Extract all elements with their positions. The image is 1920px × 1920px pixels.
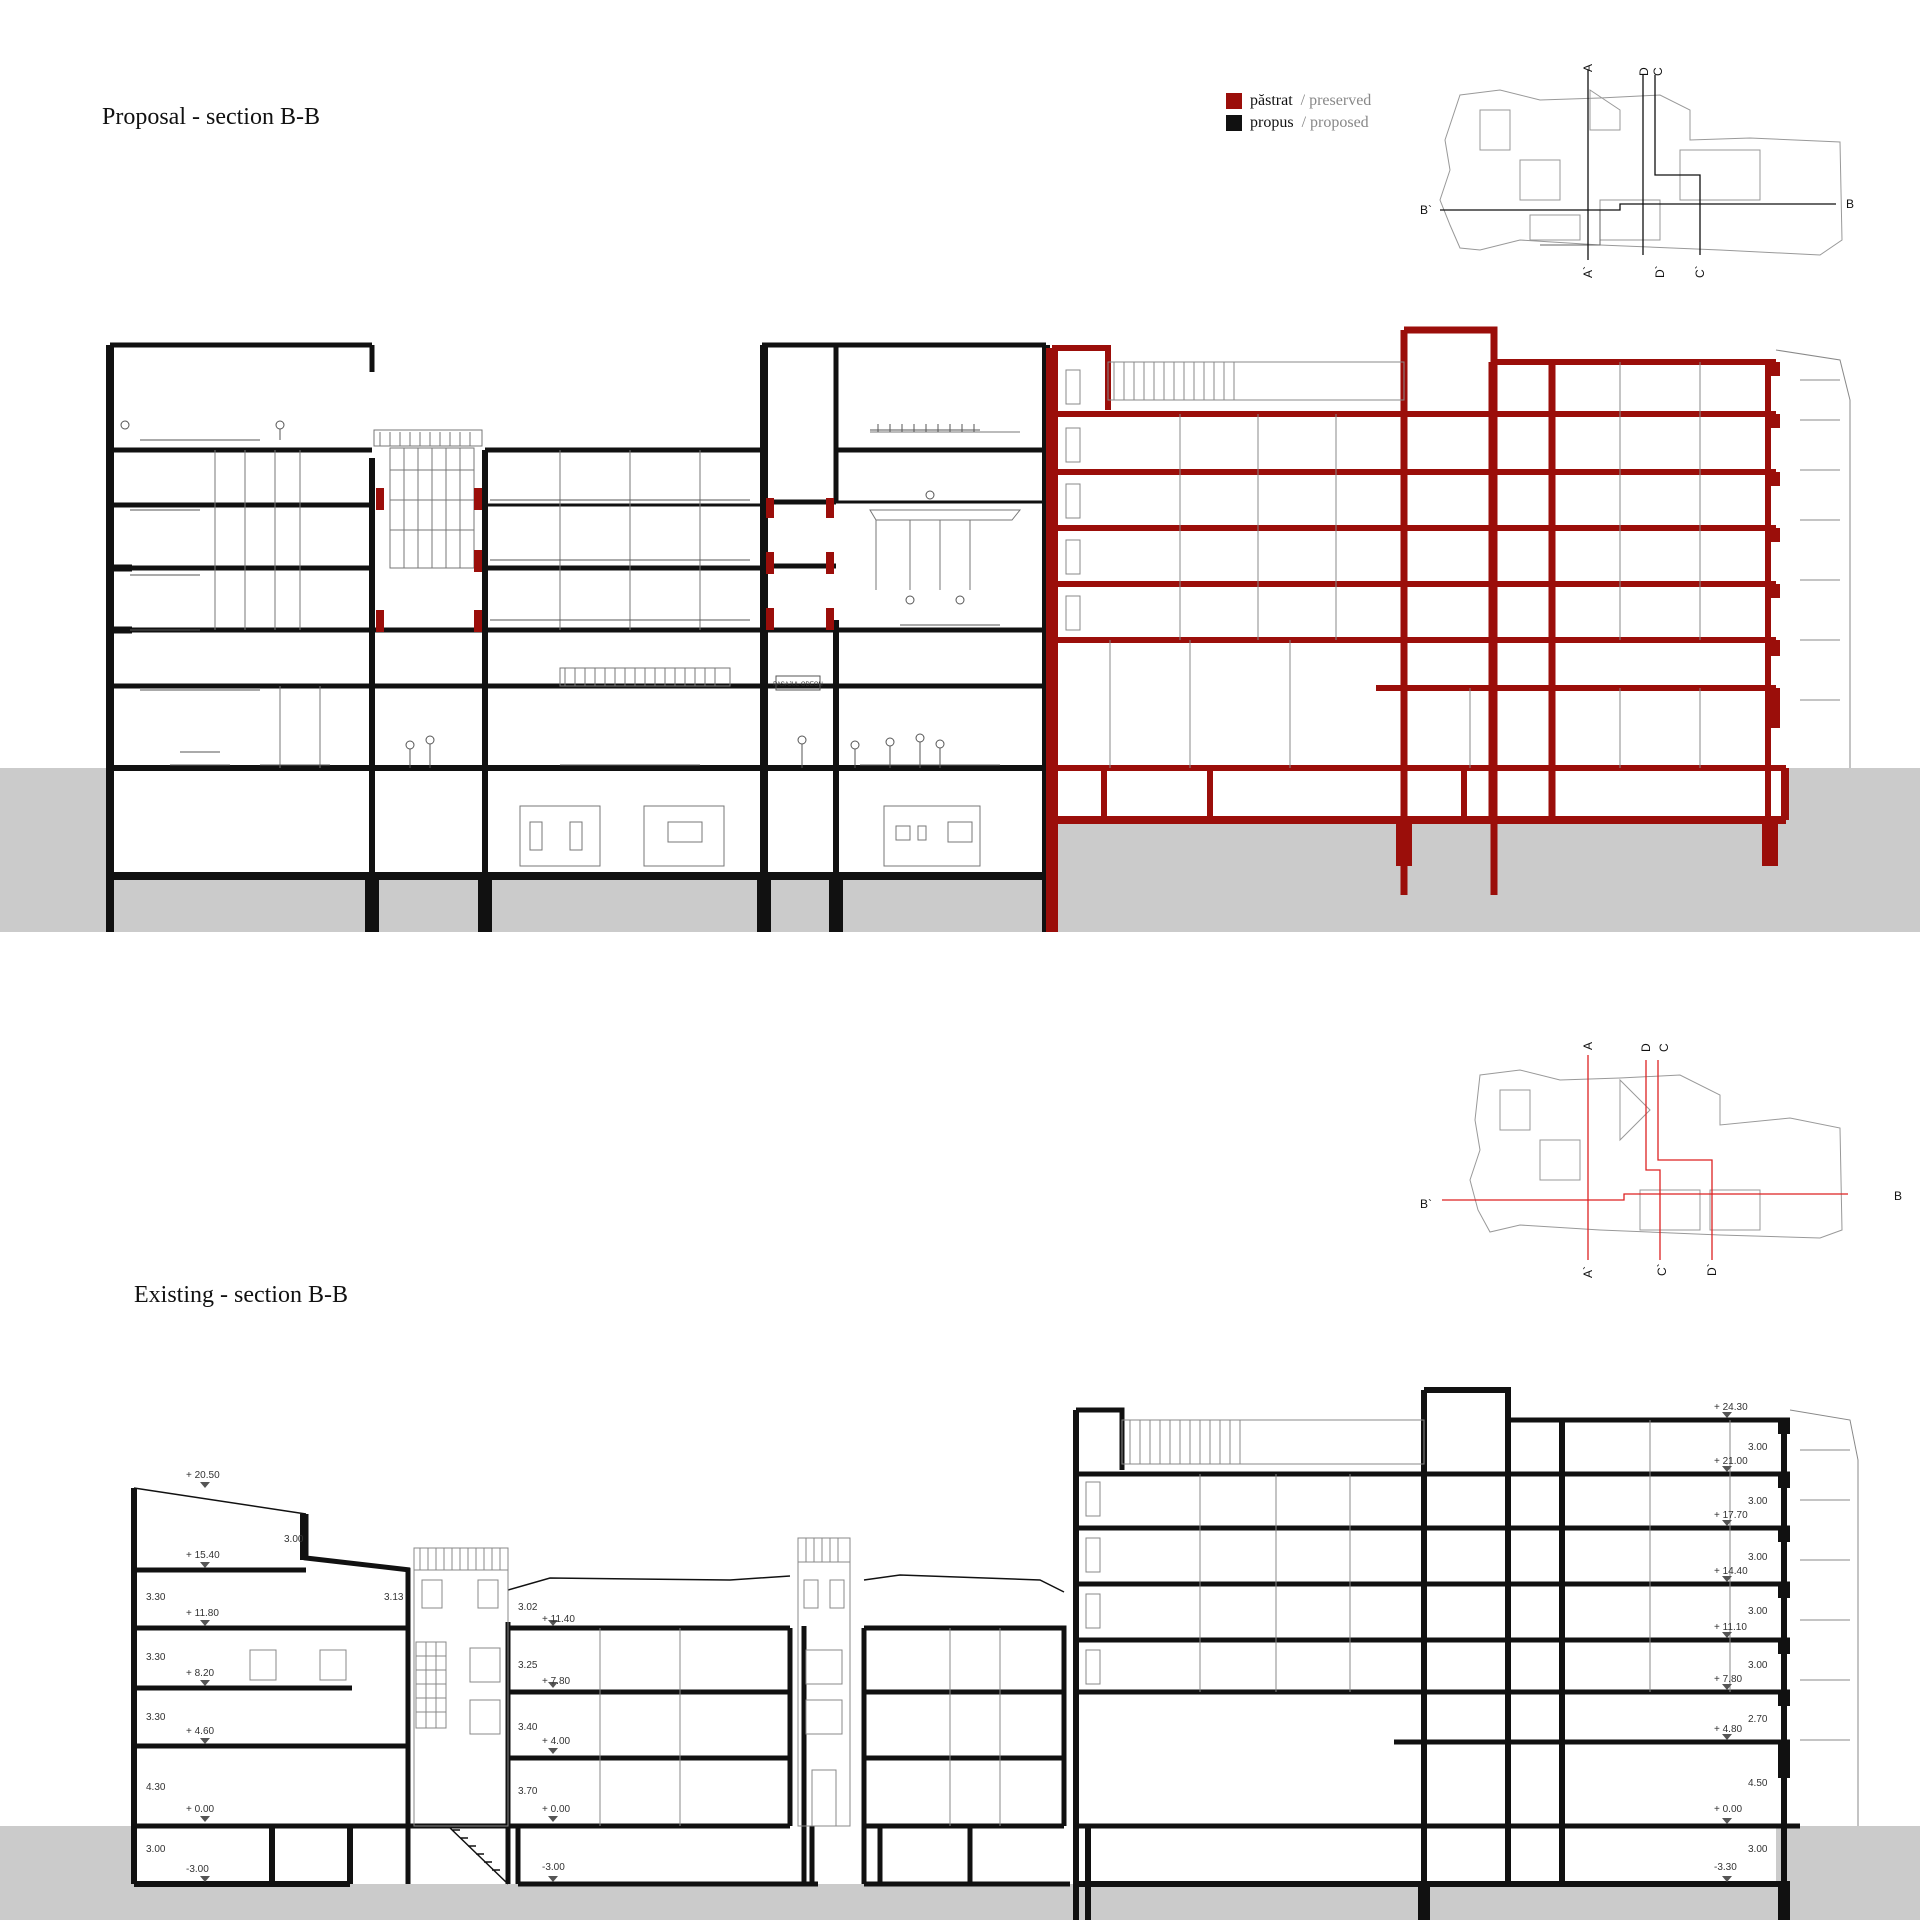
key-bottom-A-prime: A` bbox=[1581, 1266, 1595, 1278]
lvl-mid-4: -3.00 bbox=[542, 1862, 565, 1873]
hgt-right-1: 3.00 bbox=[1748, 1496, 1768, 1507]
existing-facade-nubs bbox=[300, 1420, 1790, 1778]
lvl-left-2: + 11.80 bbox=[186, 1608, 219, 1619]
hgt-right-0: 3.00 bbox=[1748, 1442, 1768, 1453]
key-bottom-A: A bbox=[1581, 1042, 1595, 1050]
hgt-right-5: 2.70 bbox=[1748, 1714, 1768, 1725]
hgt-mid-0: 3.02 bbox=[518, 1602, 538, 1613]
pasaj-sign-text: PASAJUL ODEON bbox=[773, 682, 823, 688]
lvl-right-2: + 17.70 bbox=[1714, 1510, 1748, 1521]
proposal-section-title: Proposal - section B-B bbox=[102, 104, 320, 130]
key-top-D: D bbox=[1637, 67, 1651, 76]
lvl-right-1: + 21.00 bbox=[1714, 1456, 1748, 1467]
key-top-D-prime: D` bbox=[1653, 265, 1667, 278]
hgt-right-7: 3.00 bbox=[1748, 1844, 1768, 1855]
legend-proposed-ro: propus bbox=[1250, 114, 1294, 131]
hgt-right-4: 3.00 bbox=[1748, 1660, 1768, 1671]
legend-preserved: păstrat / preserved bbox=[1226, 90, 1371, 112]
existing-levels-right: + 24.30 + 21.00 + 17.70 + 14.40 + 11.10 … bbox=[1714, 1402, 1768, 1873]
legend-preserved-en: / preserved bbox=[1300, 92, 1372, 109]
existing-level-markers bbox=[200, 1412, 1732, 1882]
lvl-right-6: + 4.80 bbox=[1714, 1724, 1743, 1735]
key-bottom-D-prime: D` bbox=[1705, 1263, 1719, 1276]
lvl-left-1: + 15.40 bbox=[186, 1550, 220, 1561]
key-plan-top bbox=[1439, 89, 1843, 256]
hgt-right-2: 3.00 bbox=[1748, 1552, 1768, 1563]
lvl-left-3: + 8.20 bbox=[186, 1668, 215, 1679]
lvl-right-8: -3.30 bbox=[1714, 1862, 1737, 1873]
hgt-right-6: 4.50 bbox=[1748, 1778, 1768, 1789]
hgt-left-4: 4.30 bbox=[146, 1782, 166, 1793]
lvl-mid-3: + 0.00 bbox=[542, 1804, 571, 1815]
pasaj-sign bbox=[775, 675, 821, 691]
proposed-swatch bbox=[1226, 115, 1242, 131]
key-top-A-prime: A` bbox=[1581, 266, 1595, 278]
preserved-building bbox=[1046, 326, 1789, 932]
hgt-mid-2: 3.40 bbox=[518, 1722, 538, 1733]
hgt-left-3: 3.30 bbox=[146, 1712, 166, 1723]
lvl-right-5: + 7.80 bbox=[1714, 1674, 1743, 1685]
hgt-left-313: 3.13 bbox=[384, 1592, 404, 1603]
key-top-A: A bbox=[1581, 64, 1595, 72]
hgt-mid-1: 3.25 bbox=[518, 1660, 538, 1671]
existing-levels-mid: + 11.40 + 7.80 + 4.00 + 0.00 -3.00 3.02 … bbox=[518, 1602, 575, 1873]
preserved-swatch bbox=[1226, 93, 1242, 109]
key-bottom-B: B bbox=[1894, 1189, 1902, 1203]
lvl-left-0: + 20.50 bbox=[186, 1470, 220, 1481]
hgt-mid-3: 3.70 bbox=[518, 1786, 538, 1797]
hgt-left-2: 3.30 bbox=[146, 1652, 166, 1663]
legend-proposed-en: / proposed bbox=[1301, 114, 1369, 131]
lvl-mid-2: + 4.00 bbox=[542, 1736, 571, 1747]
key-bottom-C-prime: C` bbox=[1655, 1263, 1669, 1276]
proposal-interior-details bbox=[214, 431, 1022, 867]
existing-interior-lines bbox=[249, 1409, 1859, 1827]
hgt-right-3: 3.00 bbox=[1748, 1606, 1768, 1617]
key-top-B-prime: B` bbox=[1420, 203, 1432, 217]
preserved-fragments bbox=[376, 488, 834, 632]
key-bottom-B-prime: B` bbox=[1420, 1197, 1432, 1211]
existing-basement-fill bbox=[136, 1826, 1776, 1884]
lvl-right-7: + 0.00 bbox=[1714, 1804, 1743, 1815]
lvl-mid-0: + 11.40 bbox=[542, 1614, 575, 1625]
legend-proposed: propus / proposed bbox=[1226, 112, 1371, 134]
key-plan-bottom-cutlines bbox=[1442, 1055, 1848, 1260]
key-plan-bottom bbox=[1469, 1069, 1843, 1239]
lvl-right-0: + 24.30 bbox=[1714, 1402, 1748, 1413]
hgt-left-1: 3.30 bbox=[146, 1592, 166, 1603]
atrium-glazing bbox=[373, 429, 483, 569]
lvl-right-3: + 14.40 bbox=[1714, 1566, 1748, 1577]
key-bottom-D: D bbox=[1639, 1043, 1653, 1052]
lvl-left-4: + 4.60 bbox=[186, 1726, 215, 1737]
lvl-mid-1: + 7.80 bbox=[542, 1676, 571, 1687]
legend: păstrat / preserved propus / proposed bbox=[1226, 90, 1371, 134]
key-plan-top-cutlines bbox=[1440, 70, 1836, 260]
preserved-interior-lines bbox=[1065, 349, 1851, 768]
key-top-C: C bbox=[1651, 67, 1665, 76]
legend-preserved-ro: păstrat bbox=[1250, 92, 1293, 109]
hgt-left-0: 3.00 bbox=[284, 1534, 304, 1545]
preserved-basement-fill bbox=[1056, 770, 1786, 822]
key-bottom-C: C bbox=[1657, 1043, 1671, 1052]
hgt-left-5: 3.00 bbox=[146, 1844, 166, 1855]
preserved-facade-nubs bbox=[1766, 362, 1780, 728]
key-top-B: B bbox=[1846, 197, 1854, 211]
key-top-C-prime: C` bbox=[1693, 265, 1707, 278]
existing-section-title: Existing - section B-B bbox=[134, 1282, 348, 1308]
existing-levels-left: + 20.50 + 15.40 + 11.80 + 8.20 + 4.60 + … bbox=[146, 1470, 404, 1875]
lvl-right-4: + 11.10 bbox=[1714, 1622, 1747, 1633]
lvl-left-6: -3.00 bbox=[186, 1864, 209, 1875]
proposal-furniture bbox=[120, 420, 1000, 768]
lvl-left-5: + 0.00 bbox=[186, 1804, 215, 1815]
